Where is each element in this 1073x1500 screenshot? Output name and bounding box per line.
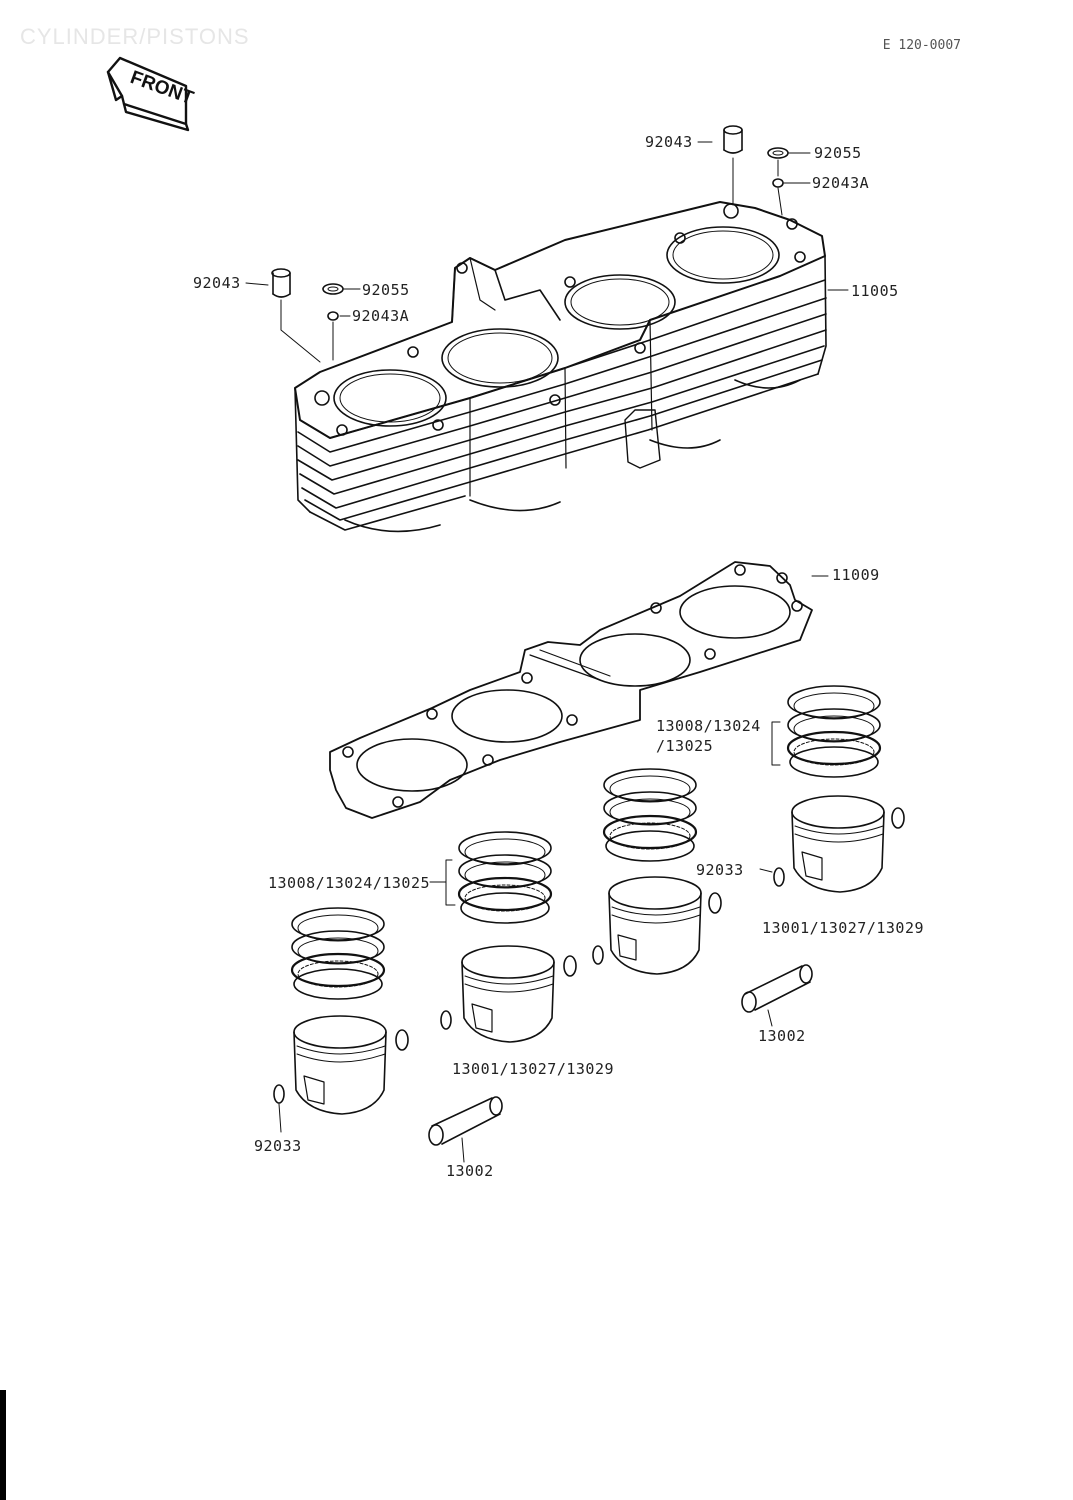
callout-gasket: 11009 [832,566,880,584]
piston-rings-far-left-icon [290,907,386,1000]
callout-dowel-a-right: 92043A [812,174,870,192]
callout-pin-left: 13002 [446,1162,494,1180]
piston-rings-center-icon [602,768,698,862]
dowel-pin-left-icon [271,268,321,363]
callout-dowel-right: 92043 [645,133,693,151]
front-arrow-icon: FRONT [106,56,196,132]
callout-rings-right-line2: /13025 [656,737,714,755]
o-ring-left-icon [322,283,344,361]
piston-pin-left-icon [428,1096,503,1163]
callout-cylinder: 11005 [851,282,899,300]
callout-rings-left: 13008/13024/13025 [268,874,431,892]
cylinder-block-icon [294,201,827,533]
callout-dowel-left: 92043 [193,274,241,292]
scan-edge-mark [0,1390,6,1500]
piston-far-right-icon [759,795,905,893]
callout-o-ring-right: 92055 [814,144,862,162]
diagram-code: E 120-0007 [882,38,961,53]
dowel-pin-right-icon [723,125,743,206]
piston-center-icon [592,876,722,975]
callout-piston-left: 13001/13027/13029 [452,1060,615,1078]
piston-rings-center-left-icon [445,831,553,924]
o-ring-right-icon [767,147,789,216]
piston-rings-far-right-icon [771,685,882,778]
callout-o-ring-left: 92055 [362,281,410,299]
piston-center-left-icon [440,945,577,1043]
callout-clip-right: 92033 [696,861,744,879]
piston-pin-right-icon [741,964,813,1027]
front-arrow-label: FRONT [127,67,196,109]
callout-dowel-a-left: 92043A [352,307,410,325]
callout-clip-left: 92033 [254,1137,302,1155]
diagram-title: CYLINDER/PISTONS [20,24,250,49]
callout-rings-right-line1: 13008/13024 [656,717,761,735]
callout-piston-right: 13001/13027/13029 [762,919,925,937]
piston-far-left-icon [273,1015,409,1133]
base-gasket-icon [329,561,813,819]
callout-pin-right: 13002 [758,1027,806,1045]
